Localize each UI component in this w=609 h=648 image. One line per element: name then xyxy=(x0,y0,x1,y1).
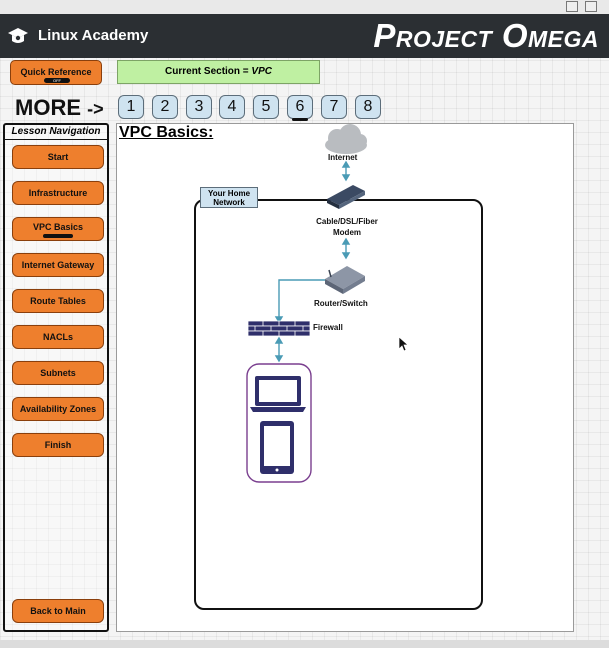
current-section-value: VPC xyxy=(251,66,272,77)
page-button-8[interactable]: 8 xyxy=(355,95,381,119)
current-section-prefix: Current Section = xyxy=(165,66,252,77)
nav-nacls-label: NACLs xyxy=(42,332,73,342)
current-section-box: Current Section = VPC xyxy=(117,60,320,84)
modem-label: Cable/DSL/Fiber Modem xyxy=(316,217,378,237)
nav-subnets-button[interactable]: Subnets xyxy=(12,361,104,385)
nav-internet-gateway-label: Internet Gateway xyxy=(21,260,95,270)
back-to-main-label: Back to Main xyxy=(30,606,86,616)
app-header: Linux Academy Project Omega xyxy=(0,14,609,58)
mouse-cursor-icon xyxy=(398,336,408,352)
page-button-3[interactable]: 3 xyxy=(186,95,212,119)
quick-reference-toggle[interactable]: OFF xyxy=(44,78,70,83)
nav-nacls-button[interactable]: NACLs xyxy=(12,325,104,349)
nav-finish-label: Finish xyxy=(44,440,72,450)
nav-subnets-label: Subnets xyxy=(40,368,76,378)
internet-label: Internet xyxy=(328,153,358,162)
laptop-icon xyxy=(250,376,306,412)
connector-router-firewall xyxy=(274,279,325,324)
home-network-label: Your Home Network xyxy=(200,187,258,208)
page-button-4[interactable]: 4 xyxy=(219,95,245,119)
nav-infrastructure-button[interactable]: Infrastructure xyxy=(12,181,104,205)
active-indicator xyxy=(43,234,73,238)
content-canvas: VPC Basics: Your Home Network xyxy=(116,123,574,632)
firewall-icon xyxy=(247,320,311,337)
content-title: VPC Basics: xyxy=(119,124,214,141)
connector-internet-modem xyxy=(341,160,351,182)
nav-availability-zones-label: Availability Zones xyxy=(19,404,97,414)
lesson-navigation-panel: Lesson Navigation Start Infrastructure V… xyxy=(3,123,109,632)
nav-internet-gateway-button[interactable]: Internet Gateway xyxy=(12,253,104,277)
nav-infrastructure-label: Infrastructure xyxy=(28,188,88,198)
maximize-icon[interactable] xyxy=(585,1,597,12)
tablet-icon xyxy=(260,421,294,474)
more-label: MORE -> xyxy=(15,95,104,121)
logo-text: Linux Academy xyxy=(38,27,149,44)
firewall-label: Firewall xyxy=(313,323,343,332)
quick-reference-label: Quick Reference xyxy=(20,67,92,77)
router-icon xyxy=(325,266,365,294)
router-label: Router/Switch xyxy=(314,299,368,308)
nav-start-label: Start xyxy=(47,152,69,162)
page-button-2[interactable]: 2 xyxy=(152,95,178,119)
connector-modem-router xyxy=(341,237,351,260)
window-bottom-strip xyxy=(0,640,609,648)
restore-icon[interactable] xyxy=(566,1,578,12)
network-diagram xyxy=(246,124,367,483)
window-top-strip xyxy=(0,0,609,14)
page-button-1[interactable]: 1 xyxy=(118,95,144,119)
nav-availability-zones-button[interactable]: Availability Zones xyxy=(12,397,104,421)
page-button-7[interactable]: 7 xyxy=(321,95,347,119)
cloud-icon xyxy=(325,124,367,154)
project-title: Project Omega xyxy=(373,17,599,54)
nav-vpc-basics-button[interactable]: VPC Basics xyxy=(12,217,104,241)
modem-icon xyxy=(327,185,365,209)
back-to-main-button[interactable]: Back to Main xyxy=(12,599,104,623)
more-arrow: -> xyxy=(87,99,104,119)
nav-route-tables-label: Route Tables xyxy=(30,296,86,306)
page-button-5[interactable]: 5 xyxy=(253,95,279,119)
nav-finish-button[interactable]: Finish xyxy=(12,433,104,457)
nav-route-tables-button[interactable]: Route Tables xyxy=(12,289,104,313)
graduation-cap-icon xyxy=(8,28,28,43)
quick-reference-button[interactable]: Quick Reference OFF xyxy=(10,60,102,85)
lesson-navigation-title: Lesson Navigation xyxy=(5,126,107,140)
page-button-6[interactable]: 6 xyxy=(287,95,313,121)
device-group-boundary xyxy=(246,363,312,483)
connector-firewall-devices xyxy=(274,336,284,363)
nav-vpc-basics-label: VPC Basics xyxy=(32,222,84,232)
more-text: MORE xyxy=(15,95,81,120)
nav-start-button[interactable]: Start xyxy=(12,145,104,169)
